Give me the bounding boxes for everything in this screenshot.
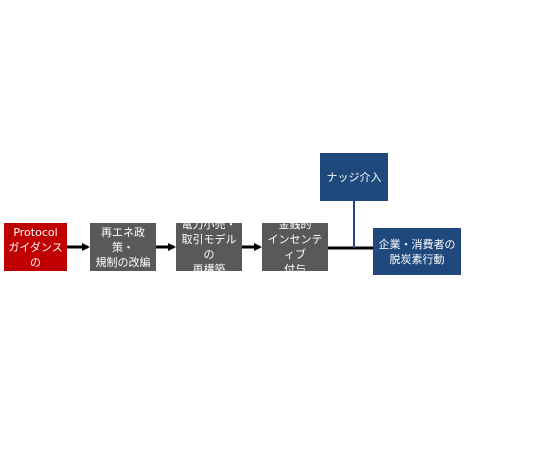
node-label: GHG Protocol ガイダンスの 改訂 xyxy=(8,210,63,284)
node-ghg-protocol-revision: GHG Protocol ガイダンスの 改訂 xyxy=(4,211,67,284)
node-label: 金銭的 インセンティブ 付与 xyxy=(267,218,323,276)
node-nudge-intervention: ナッジ介入 xyxy=(320,153,388,201)
node-label: 電力小売・ 取引モデルの 再構築 xyxy=(181,218,237,276)
node-label: 企業・消費者の 脱炭素行動 xyxy=(378,237,456,266)
node-decarbonization-behavior: 企業・消費者の 脱炭素行動 xyxy=(373,228,461,275)
node-monetary-incentive: 金銭的 インセンティブ 付与 xyxy=(262,218,328,276)
node-label: 再エネ政策・ 規制の改編 xyxy=(95,225,151,269)
node-label: ナッジ介入 xyxy=(326,170,382,184)
node-renewable-policy-reform: 再エネ政策・ 規制の改編 xyxy=(90,223,156,271)
node-retail-trading-model: 電力小売・ 取引モデルの 再構築 xyxy=(176,218,242,276)
